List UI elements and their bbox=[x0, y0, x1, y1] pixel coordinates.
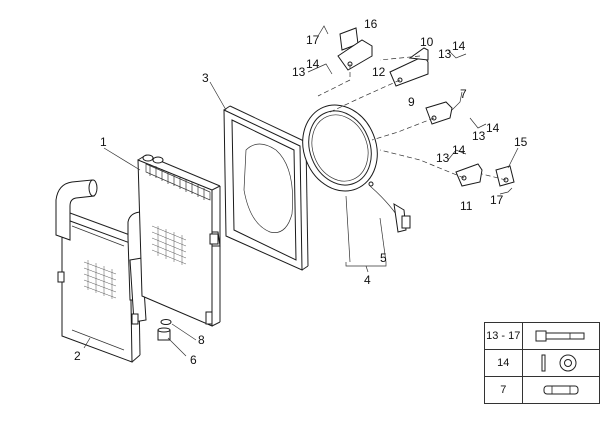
callout-2: 2 bbox=[74, 349, 81, 363]
legend-label: 7 bbox=[484, 376, 523, 404]
callout-14b: 14 bbox=[452, 39, 466, 53]
callout-10: 10 bbox=[420, 35, 434, 49]
drain-plug bbox=[157, 327, 171, 341]
callout-14c: 14 bbox=[486, 121, 500, 135]
legend-label: 13 - 17 bbox=[484, 322, 523, 350]
callout-3: 3 bbox=[202, 71, 209, 85]
temperature-sensor bbox=[369, 185, 411, 233]
callout-13b: 13 bbox=[438, 47, 452, 61]
callout-7: 7 bbox=[460, 87, 467, 101]
legend-row-bolt: 13 - 17 bbox=[484, 322, 600, 350]
callout-labels: 1 2 3 4 5 6 8 16 17 13 14 12 10 14 13 9 … bbox=[74, 17, 528, 367]
callout-14d: 14 bbox=[452, 143, 466, 157]
legend-row-washer: 14 bbox=[484, 349, 600, 377]
fan-shroud bbox=[209, 105, 309, 271]
sealing-washer bbox=[160, 319, 172, 325]
callout-13c: 13 bbox=[472, 129, 486, 143]
assembly-lines bbox=[317, 55, 507, 181]
callout-17b: 17 bbox=[490, 193, 504, 207]
callout-17a: 17 bbox=[306, 33, 320, 47]
callout-15: 15 bbox=[514, 135, 528, 149]
callout-11: 11 bbox=[460, 199, 473, 213]
legend-label: 14 bbox=[484, 349, 523, 377]
bracket-15 bbox=[495, 165, 515, 187]
callout-1: 1 bbox=[100, 135, 107, 149]
bolt-icon bbox=[521, 322, 600, 350]
callout-12: 12 bbox=[372, 65, 386, 79]
charge-air-cooler bbox=[55, 179, 158, 363]
bracket-9 bbox=[425, 101, 453, 125]
callout-16: 16 bbox=[364, 17, 378, 31]
washer-icon bbox=[521, 349, 600, 377]
leader-lines bbox=[83, 25, 519, 357]
bracket-10 bbox=[389, 47, 429, 87]
fastener-legend: 13 - 17 14 7 bbox=[484, 322, 600, 404]
fan-ring bbox=[302, 104, 378, 192]
callout-9: 9 bbox=[408, 95, 415, 109]
callout-14a: 14 bbox=[306, 57, 320, 71]
bracket-12 bbox=[337, 39, 373, 71]
callout-5: 5 bbox=[380, 251, 387, 265]
callout-13d: 13 bbox=[436, 151, 450, 165]
clip-icon bbox=[521, 376, 600, 404]
legend-row-clip: 7 bbox=[484, 376, 600, 404]
bracket-11 bbox=[455, 163, 483, 187]
callout-4: 4 bbox=[364, 273, 371, 287]
radiator bbox=[137, 154, 221, 327]
callout-13a: 13 bbox=[292, 65, 306, 79]
callout-8: 8 bbox=[198, 333, 205, 347]
callout-6: 6 bbox=[190, 353, 197, 367]
